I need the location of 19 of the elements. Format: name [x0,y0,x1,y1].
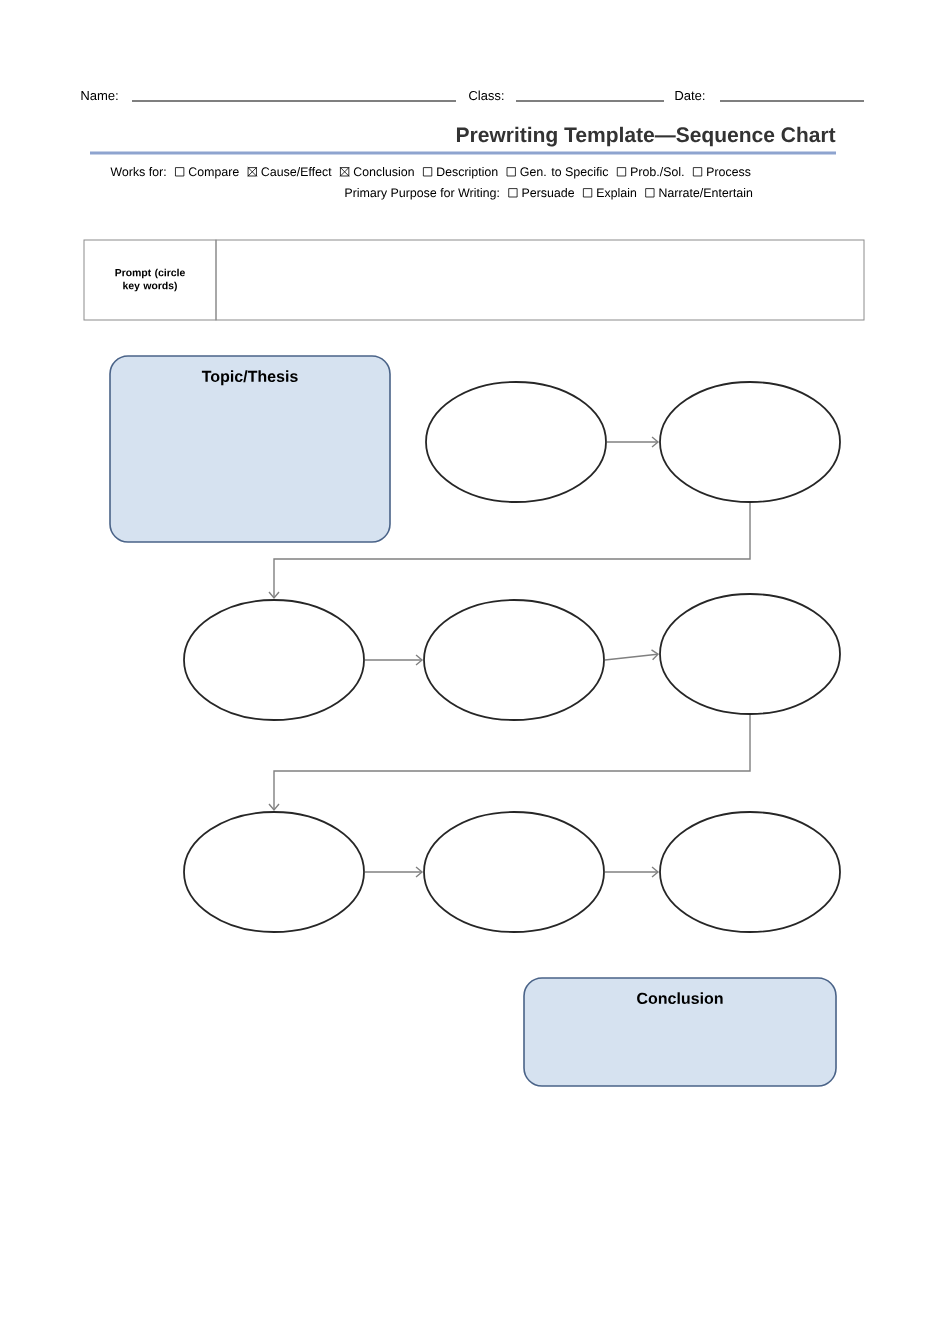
arrow [364,866,424,878]
oval [423,811,605,933]
arrow [268,714,751,812]
oval [183,811,365,933]
text-box: Topic/Thesis [109,355,391,543]
arrow [364,654,424,666]
arrow [268,502,751,600]
text-box: Conclusion [523,977,837,1087]
title: Prewriting Template—Sequence Chart [457,126,836,147]
answer-box [215,239,865,321]
oval [425,381,607,503]
arrow [604,866,660,878]
arrow [604,649,660,661]
arrow [606,436,660,448]
oval [659,593,841,715]
oval [659,811,841,933]
oval [423,599,605,721]
oval [183,599,365,721]
oval [659,381,841,503]
